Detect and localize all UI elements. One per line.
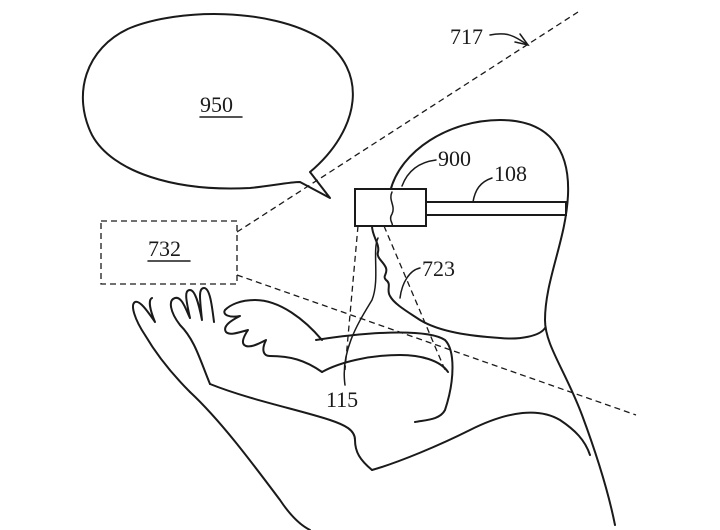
user-left-arm-lower [189,391,311,530]
projection-line-right [383,225,446,371]
user-head-back-outline [389,119,616,526]
user-left-arm-upper [209,383,373,471]
fov-lower-boundary [236,274,637,416]
label-950: 950 [200,92,233,117]
fov-upper-boundary [236,11,579,233]
label-723: 723 [422,256,455,281]
leader-717 [489,33,529,46]
leader-900 [401,159,437,187]
leader-723 [399,267,421,299]
headset-break-mark [389,191,394,227]
label-108: 108 [494,161,527,186]
user-torso-outline [371,411,591,471]
projection-line-left [344,225,359,371]
user-left-hand [132,287,215,393]
label-732: 732 [148,236,181,261]
speech-bubble [81,13,354,199]
leader-115 [343,237,379,386]
user-forearm-front-inner [321,354,449,373]
user-face-profile [371,225,546,340]
label-900: 900 [438,146,471,171]
leader-717-arrowhead [514,33,530,47]
user-right-hand [223,299,323,373]
headset-strap [425,201,567,216]
label-115: 115 [326,387,358,412]
leader-108 [472,177,493,203]
user-forearm-front [315,331,454,423]
label-717: 717 [450,24,483,49]
